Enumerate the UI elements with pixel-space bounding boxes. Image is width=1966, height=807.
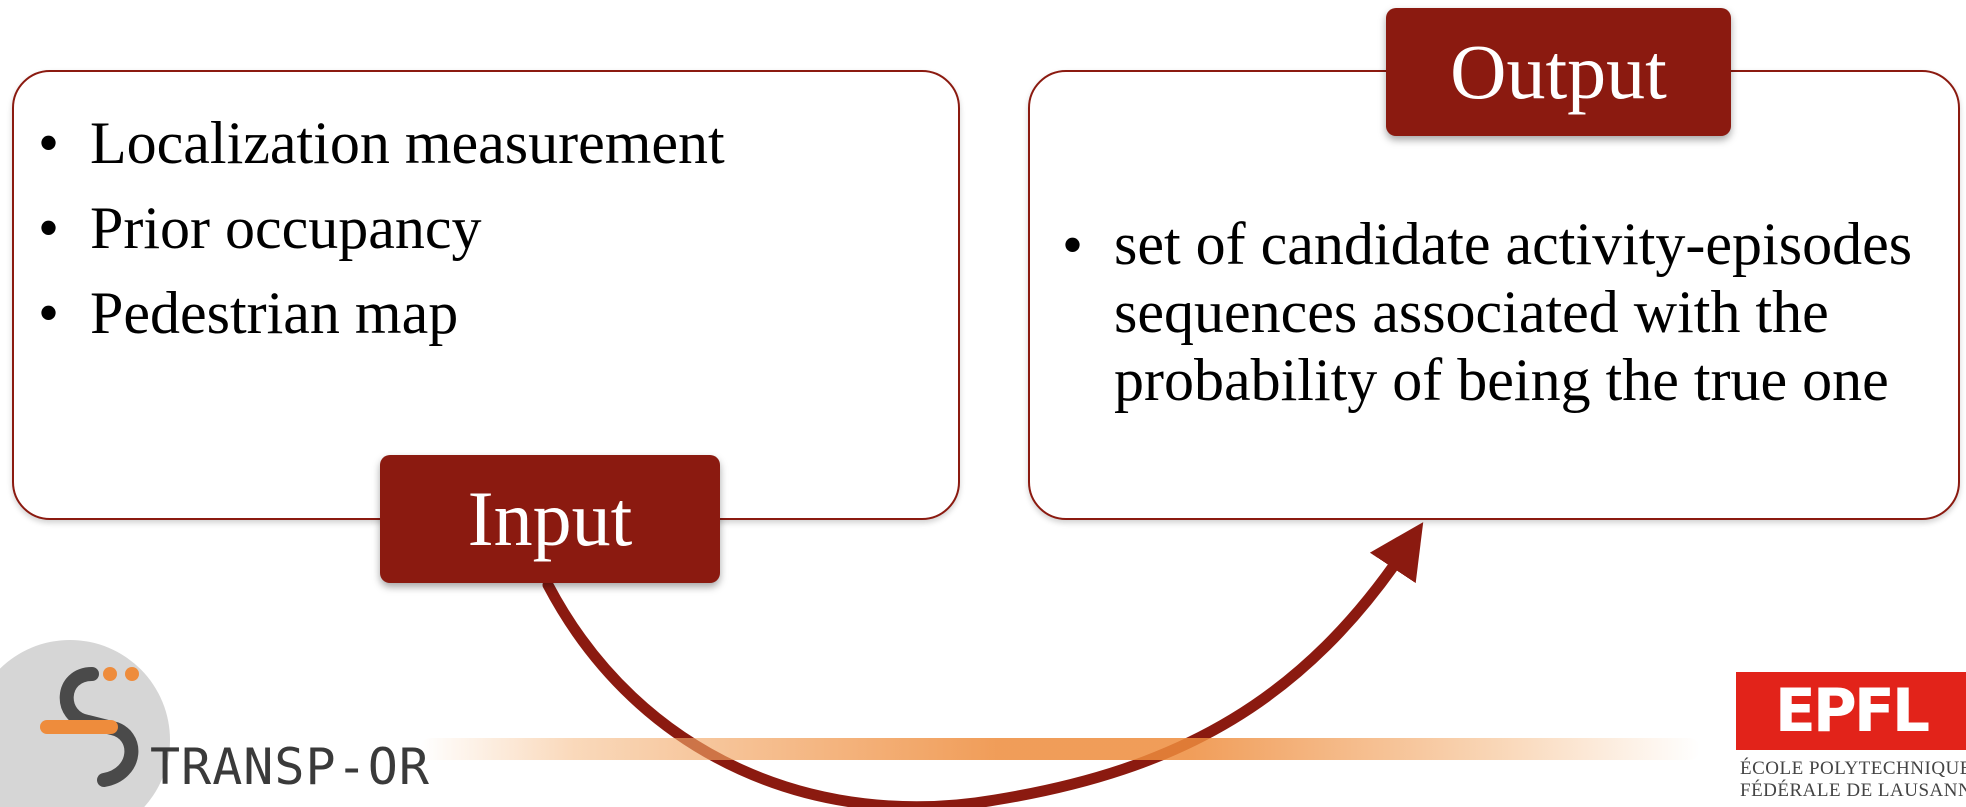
epfl-logo-mark: EPFL — [1736, 672, 1966, 750]
input-item-text: Prior occupancy — [90, 195, 482, 261]
input-item: • Pedestrian map — [38, 278, 725, 348]
input-item: • Prior occupancy — [38, 193, 725, 263]
input-list: • Localization measurement • Prior occupan… — [38, 108, 725, 363]
output-box — [1028, 70, 1960, 520]
bullet-icon: • — [1062, 212, 1084, 278]
input-item-text: Pedestrian map — [90, 280, 459, 346]
epfl-logo-line2: FÉDÉRALE DE LAUSANNE — [1740, 780, 1966, 801]
output-label: Output — [1386, 8, 1731, 136]
output-item: • set of candidate activity-episodes sequ… — [1062, 210, 1952, 414]
input-item: • Localization measurement — [38, 108, 725, 178]
input-label: Input — [380, 455, 720, 583]
input-item-text: Localization measurement — [90, 110, 725, 176]
bullet-icon: • — [38, 110, 60, 176]
bullet-icon: • — [38, 280, 60, 346]
epfl-logo-line1: ÉCOLE POLYTECHNIQUE — [1740, 758, 1966, 779]
output-list: • set of candidate activity-episodes sequ… — [1062, 210, 1952, 414]
transpor-logo-icon — [0, 640, 170, 807]
output-item-text: set of candidate activity-episodes seque… — [1114, 211, 1913, 413]
input-box — [12, 70, 960, 520]
footer-stripe — [420, 738, 1700, 760]
transpor-logo-text: TRANSP-OR — [150, 738, 430, 796]
epfl-logo: EPFL ÉCOLE POLYTECHNIQUE FÉDÉRALE DE LAU… — [1736, 672, 1966, 807]
flow-arrow-path — [542, 522, 1424, 807]
bullet-icon: • — [38, 195, 60, 261]
